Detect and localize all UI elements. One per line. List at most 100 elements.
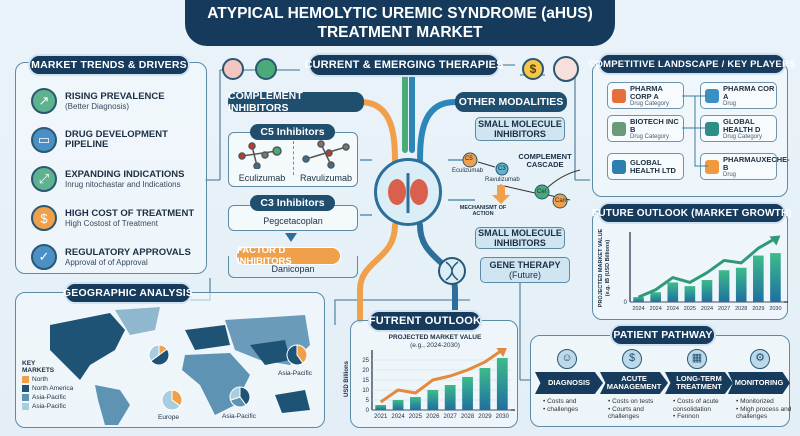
bar bbox=[650, 292, 661, 302]
pie-slice bbox=[148, 344, 160, 362]
player-card[interactable]: GLOBAL HEALTH LTD bbox=[607, 153, 684, 180]
legend-item: North America bbox=[22, 385, 73, 392]
y-tick-label: 25 bbox=[362, 358, 369, 364]
player-category: Drug Category bbox=[723, 133, 763, 140]
trend-arrowhead bbox=[769, 235, 781, 246]
legend-item: Asia-Pacific bbox=[22, 394, 73, 401]
trend-text: RISING PREVALENCE(Better Diagnosis) bbox=[65, 91, 165, 111]
company-logo-icon bbox=[705, 121, 719, 136]
pathway-step-long-term-treatment[interactable]: LONG-TERM TREATMENT bbox=[665, 372, 733, 394]
europe-region bbox=[185, 325, 230, 350]
calendar-pill-icon: ▦ bbox=[687, 349, 707, 369]
therapies-header: CURRENT & EMERGING THERAPIES bbox=[304, 53, 503, 77]
player-text: GLOBAL HEALTH LTD bbox=[630, 158, 683, 175]
blood-cell-icon bbox=[222, 58, 244, 80]
player-category: Drug bbox=[723, 100, 737, 107]
bullet: • Costs of acute consolidation bbox=[673, 398, 719, 413]
trend-line bbox=[637, 237, 777, 299]
x-tick-label: 2024 bbox=[701, 306, 713, 312]
future-chart-ylabel: PROJECTED MARKET VALUE (e.g. IB (USD Bil… bbox=[598, 228, 611, 308]
bullet-text: challenges bbox=[547, 405, 579, 413]
pathway-step-acute-management[interactable]: ACUTE MANAGEMENT bbox=[600, 372, 668, 394]
geographic-header: GEOGRAPHIC ANALYSIS bbox=[63, 282, 193, 304]
legend-item: North bbox=[22, 376, 73, 383]
futrent-outlook-header: FUTRENT OUTLOOK bbox=[368, 310, 482, 332]
bar bbox=[479, 368, 491, 410]
trend-sub: Approval of of Approval bbox=[65, 257, 148, 267]
small-molecule-inhibitors-box-2: SMALL MOLECULE INHIBITORS bbox=[475, 227, 565, 249]
c3-node-label: C3 bbox=[498, 166, 506, 172]
trend-sub: (Better Diagnosis) bbox=[65, 101, 130, 111]
y-tick-label: 5 bbox=[366, 398, 370, 404]
bar bbox=[701, 280, 713, 302]
step-label: ACUTE MANAGEMENT bbox=[606, 374, 662, 391]
cascade-ravulizumab-label: Ravulizumab bbox=[485, 177, 520, 183]
company-logo-icon bbox=[705, 88, 719, 103]
x-tick-label: 2024 bbox=[391, 414, 405, 420]
moa-arrow-icon bbox=[492, 185, 510, 204]
bar bbox=[392, 400, 404, 410]
player-category: Drug Category bbox=[630, 100, 670, 107]
player-name: BIOTECH INC B bbox=[630, 116, 679, 134]
gene-therapy-sub: (Future) bbox=[508, 270, 541, 280]
trend-title: HIGH COST OF TREATMENT bbox=[65, 207, 195, 219]
step-label: MONITORING bbox=[734, 378, 784, 387]
future-ylabel-wrap: PROJECTED MARKET VALUE (e.g. IB (USD Bil… bbox=[598, 228, 622, 310]
player-name: PHARMA COR A bbox=[723, 83, 775, 101]
bar bbox=[770, 253, 781, 302]
expand-arrows-icon: ⤢ bbox=[31, 166, 57, 192]
y-tick-label: 0 bbox=[366, 408, 370, 414]
world-map bbox=[50, 307, 310, 425]
company-logo-icon bbox=[612, 121, 626, 136]
c5-inhibitors-box: Eculizumab Ravulizumab bbox=[228, 132, 358, 187]
player-name: PHARMA CORP A bbox=[630, 83, 663, 101]
x-tick-label: 2029 bbox=[752, 306, 764, 312]
step-bullets: • Monitorized• Migh process and challeng… bbox=[736, 398, 794, 421]
step-bullets: • Costs of acute consolidation• Fennon bbox=[673, 398, 731, 421]
bar bbox=[444, 385, 456, 410]
x-tick-label: 2027 bbox=[718, 306, 730, 312]
player-name: PHARMAUXECHE-B bbox=[723, 154, 790, 172]
bullet: • challenges bbox=[543, 405, 579, 413]
step-label: DIAGNOSIS bbox=[547, 378, 591, 387]
player-category: Drug bbox=[723, 171, 737, 178]
x-tick-label: 2021 bbox=[374, 414, 388, 420]
bar bbox=[496, 358, 508, 410]
pie-slice bbox=[161, 389, 181, 411]
ravulizumab-label: Ravulizumab bbox=[299, 173, 353, 183]
eculizumab-molecule-icon bbox=[238, 142, 282, 169]
x-tick-label: 2024 bbox=[632, 306, 644, 312]
company-logo-icon bbox=[612, 159, 626, 174]
step-bullets: • Costs on tests• Courts and challenges bbox=[608, 398, 666, 421]
pie-slice bbox=[229, 386, 241, 401]
pie-slice bbox=[286, 344, 304, 366]
bullet: • Fennon bbox=[673, 413, 700, 420]
dna-icon bbox=[438, 257, 466, 285]
x-tick-label: 2024 bbox=[650, 306, 662, 312]
y-tick-label: 10 bbox=[362, 388, 369, 394]
pie-label-europe: Europe bbox=[158, 414, 179, 421]
player-category: Drug Category bbox=[630, 133, 670, 140]
complement-cascade-label: COMPLEMENT CASCADE bbox=[518, 152, 572, 169]
pathway-step-diagnosis[interactable]: DIAGNOSIS bbox=[535, 372, 603, 394]
trend-item: ↗RISING PREVALENCE(Better Diagnosis) bbox=[31, 88, 165, 114]
eculizumab-label: Eculizumab bbox=[238, 173, 286, 183]
title-line-1: ATYPICAL HEMOLYTIC UREMIC SYNDROME (aHUS… bbox=[207, 5, 593, 22]
bar bbox=[410, 397, 421, 410]
north-america-region bbox=[50, 313, 125, 380]
complement-inhibitors-header: COMPLEMENT INHIBITORS bbox=[228, 90, 364, 114]
competitive-header: COMPETITIVE LANDSCAPE / KEY PLAYERS bbox=[588, 53, 795, 75]
cam-node bbox=[552, 193, 568, 209]
pathway-step-monitoring[interactable]: MONITORING bbox=[728, 372, 790, 394]
